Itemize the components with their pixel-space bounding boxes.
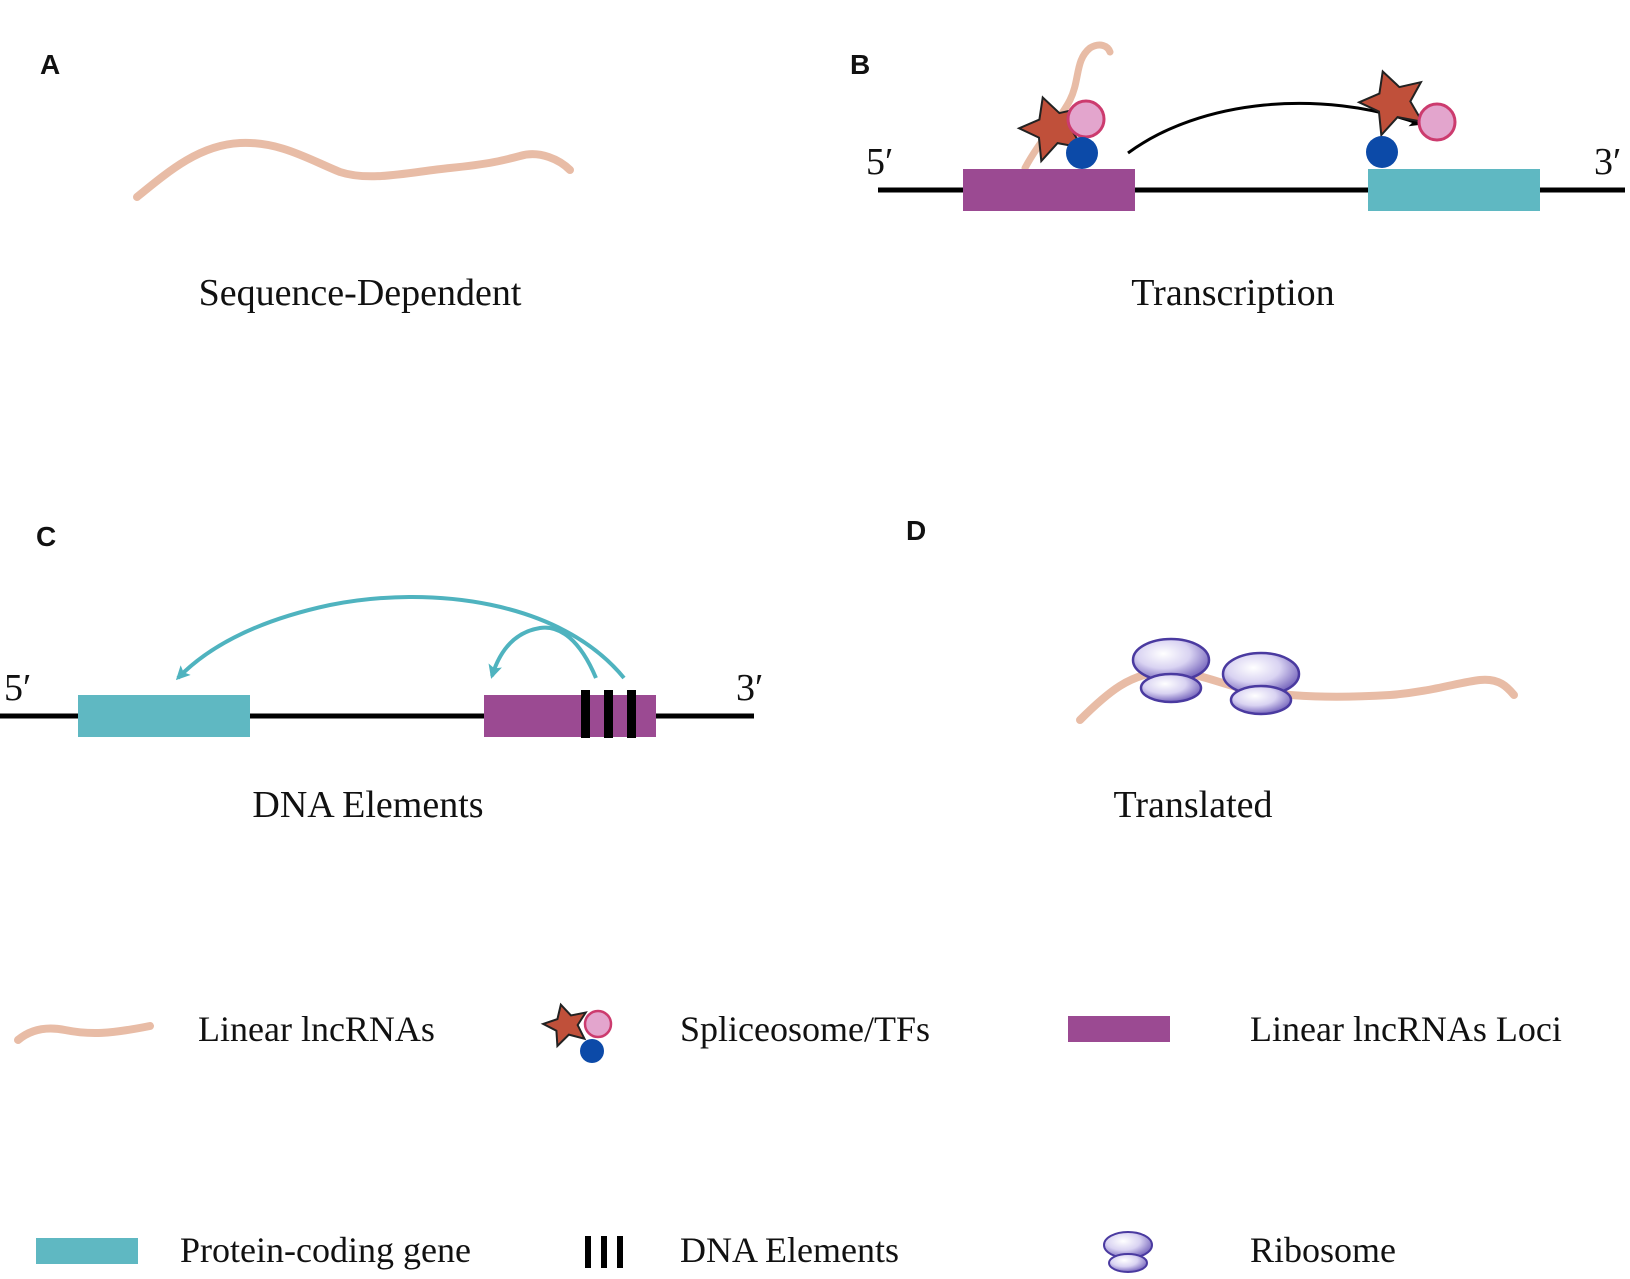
legend-item-dna-elements: DNA Elements: [585, 1230, 899, 1270]
ribosome-icon: [1131, 637, 1211, 704]
legend-label: Spliceosome/TFs: [680, 1009, 930, 1049]
panel-d: D Translated: [906, 515, 1518, 826]
legend-item-ribosome: Ribosome: [1103, 1230, 1396, 1273]
panel-letter-b: B: [850, 49, 870, 80]
panel-letter-a: A: [40, 49, 60, 80]
panel-letter-c: C: [36, 521, 56, 552]
ribosome-icon: [1221, 651, 1301, 716]
legend-item-protein-coding-gene: Protein-coding gene: [36, 1230, 471, 1270]
panel-letter-d: D: [906, 515, 926, 546]
spliceosome-icon: [1016, 95, 1106, 169]
dna-element-bars: [581, 690, 636, 738]
five-prime-label: 5′: [4, 667, 31, 709]
panel-c: C 5′ 3′ DNA Elements: [0, 521, 763, 826]
caption-transcription: Transcription: [1131, 272, 1334, 314]
panel-a: A Sequence-Dependent: [40, 49, 574, 314]
legend-label: Ribosome: [1250, 1230, 1396, 1270]
legend-item-spliceosome-tfs: Spliceosome/TFs: [540, 1002, 930, 1063]
legend: Linear lncRNAs Spliceosome/TFs Linear ln…: [14, 1002, 1562, 1273]
long-range-arrow: [175, 594, 626, 681]
five-prime-label: 5′: [866, 141, 893, 183]
spliceosome-icon: [1356, 69, 1457, 168]
panel-b: B 5′ 3′ Transcription: [850, 41, 1625, 314]
local-arrow: [488, 625, 598, 679]
protein-coding-gene-box: [78, 695, 250, 737]
legend-label: Linear lncRNAs: [198, 1009, 435, 1049]
legend-label: Linear lncRNAs Loci: [1250, 1009, 1562, 1049]
caption-translated: Translated: [1113, 784, 1272, 826]
three-prime-label: 3′: [1594, 141, 1621, 183]
legend-item-lncrna-loci: Linear lncRNAs Loci: [1068, 1009, 1562, 1049]
legend-item-linear-lncrnas: Linear lncRNAs: [14, 1009, 435, 1049]
teal-box-icon: [36, 1238, 138, 1264]
ribosome-icon: [1103, 1231, 1153, 1273]
protein-coding-gene-box: [1368, 169, 1540, 211]
purple-box-icon: [1068, 1016, 1170, 1042]
three-prime-label: 3′: [736, 667, 763, 709]
rna-strand-icon: [14, 1022, 154, 1044]
legend-label: Protein-coding gene: [180, 1230, 471, 1270]
spliceosome-icon: [540, 1002, 613, 1063]
lncrna-locus-box: [963, 169, 1135, 211]
triple-bar-icon: [585, 1236, 623, 1268]
lncrna-strand: [133, 138, 574, 201]
legend-label: DNA Elements: [680, 1230, 899, 1270]
caption-dna-elements: DNA Elements: [252, 784, 483, 826]
caption-sequence-dependent: Sequence-Dependent: [199, 272, 522, 314]
